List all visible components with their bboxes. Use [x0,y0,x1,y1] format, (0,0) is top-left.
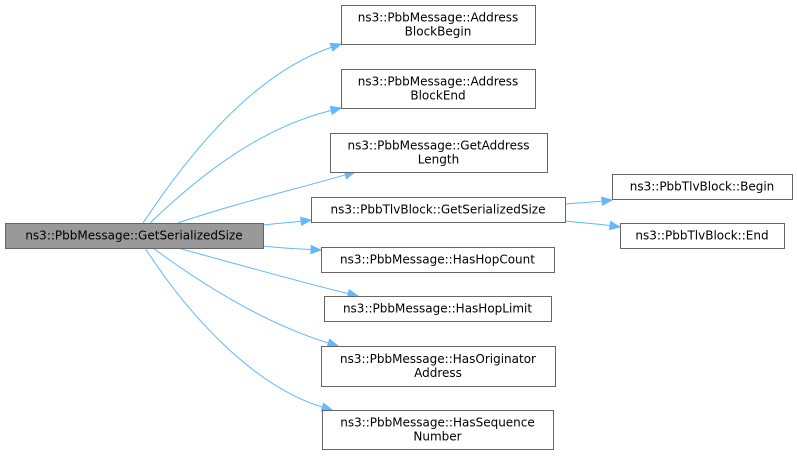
node-box [311,197,566,223]
edge-root-to-addrBlockBegin [142,46,332,224]
edge-root-to-hasHopCount [262,245,312,251]
node-hasHopLimit[interactable]: ns3::PbbMessage::HasHopLimit [324,296,552,322]
node-tlvEnd[interactable]: ns3::PbbTlvBlock::End [620,223,785,249]
node-label: ns3::PbbMessage::Address [358,75,519,89]
node-label: ns3::PbbMessage::GetSerializedSize [25,229,242,243]
arrowhead-icon [310,244,323,255]
node-label: ns3::PbbMessage::HasOriginator [340,352,536,366]
node-hasHopCount[interactable]: ns3::PbbMessage::HasHopCount [321,247,555,273]
edge-root-to-addrBlockEnd [149,109,332,224]
edge-tlvGetSize-to-tlvEnd [564,220,611,227]
node-box [321,247,555,273]
edge-root-to-hasSeqNum [144,247,323,408]
edges-layer [142,42,622,412]
nodes-layer: ns3::PbbMessage::GetSerializedSizens3::P… [5,5,793,450]
node-label: ns3::PbbTlvBlock::End [635,229,768,243]
node-label: ns3::PbbMessage::GetAddress [348,139,530,153]
node-root: ns3::PbbMessage::GetSerializedSize [5,223,264,249]
arrowhead-icon [326,338,340,348]
arrowhead-icon [329,42,343,52]
arrowhead-icon [329,105,343,116]
arrowhead-icon [320,402,334,412]
node-label: Length [418,153,459,167]
node-box [341,69,536,109]
node-box [612,174,793,200]
node-box [322,410,554,450]
node-box [321,346,556,387]
node-box [5,223,264,249]
node-label: ns3::PbbTlvBlock::Begin [630,180,775,194]
node-label: ns3::PbbMessage::HasSequence [340,416,535,430]
edge-root-to-getAddrLen [177,174,346,224]
node-label: ns3::PbbMessage::Address [358,11,519,25]
arrowhead-icon [601,196,614,206]
node-box [324,296,552,322]
arrowhead-icon [299,216,313,227]
node-box [341,5,536,45]
node-label: Number [413,430,461,444]
node-tlvBegin[interactable]: ns3::PbbTlvBlock::Begin [612,174,793,200]
node-label: ns3::PbbMessage::HasHopLimit [343,302,532,316]
node-label: ns3::PbbTlvBlock::GetSerializedSize [331,203,546,217]
edge-tlvGetSize-to-tlvBegin [564,200,603,205]
node-box [620,223,785,249]
node-label: BlockEnd [410,89,465,103]
node-label: ns3::PbbMessage::HasHopCount [340,253,535,267]
node-label: BlockBegin [405,25,472,39]
edge-root-to-hasHopLimit [177,247,349,295]
node-label: Address [414,366,462,380]
node-tlvGetSize[interactable]: ns3::PbbTlvBlock::GetSerializedSize [311,197,566,223]
node-box [330,133,548,173]
edge-root-to-hasOrigAddr [152,247,329,344]
arrowhead-icon [608,220,622,231]
edge-root-to-tlvGetSize [262,220,302,226]
